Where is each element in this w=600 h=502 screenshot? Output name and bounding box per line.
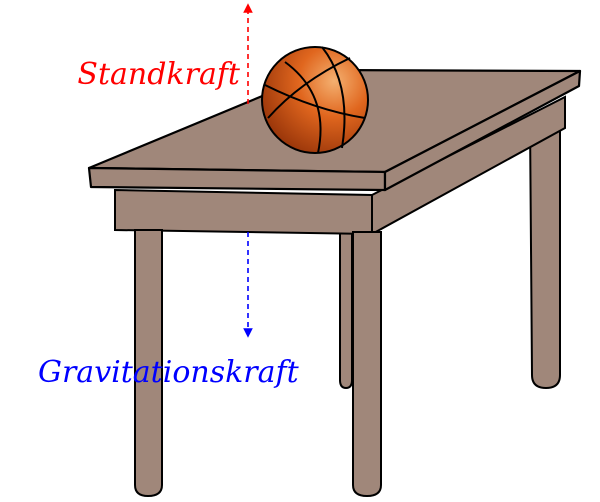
- table-leg-back-left: [339, 227, 353, 390]
- downward-force-label: Gravitationskraft: [38, 355, 300, 390]
- table-leg-front-left: [134, 229, 163, 498]
- tabletop-front-edge: [87, 166, 387, 192]
- basketball-icon: [261, 46, 369, 154]
- upward-force-label: Standkraft: [77, 57, 241, 92]
- tabletop-side-edge: [383, 69, 582, 192]
- table-leg-back-right: [528, 108, 561, 390]
- table-leg-front-right: [352, 231, 382, 498]
- table-apron-front: [114, 188, 373, 236]
- table-apron-side: [371, 95, 566, 236]
